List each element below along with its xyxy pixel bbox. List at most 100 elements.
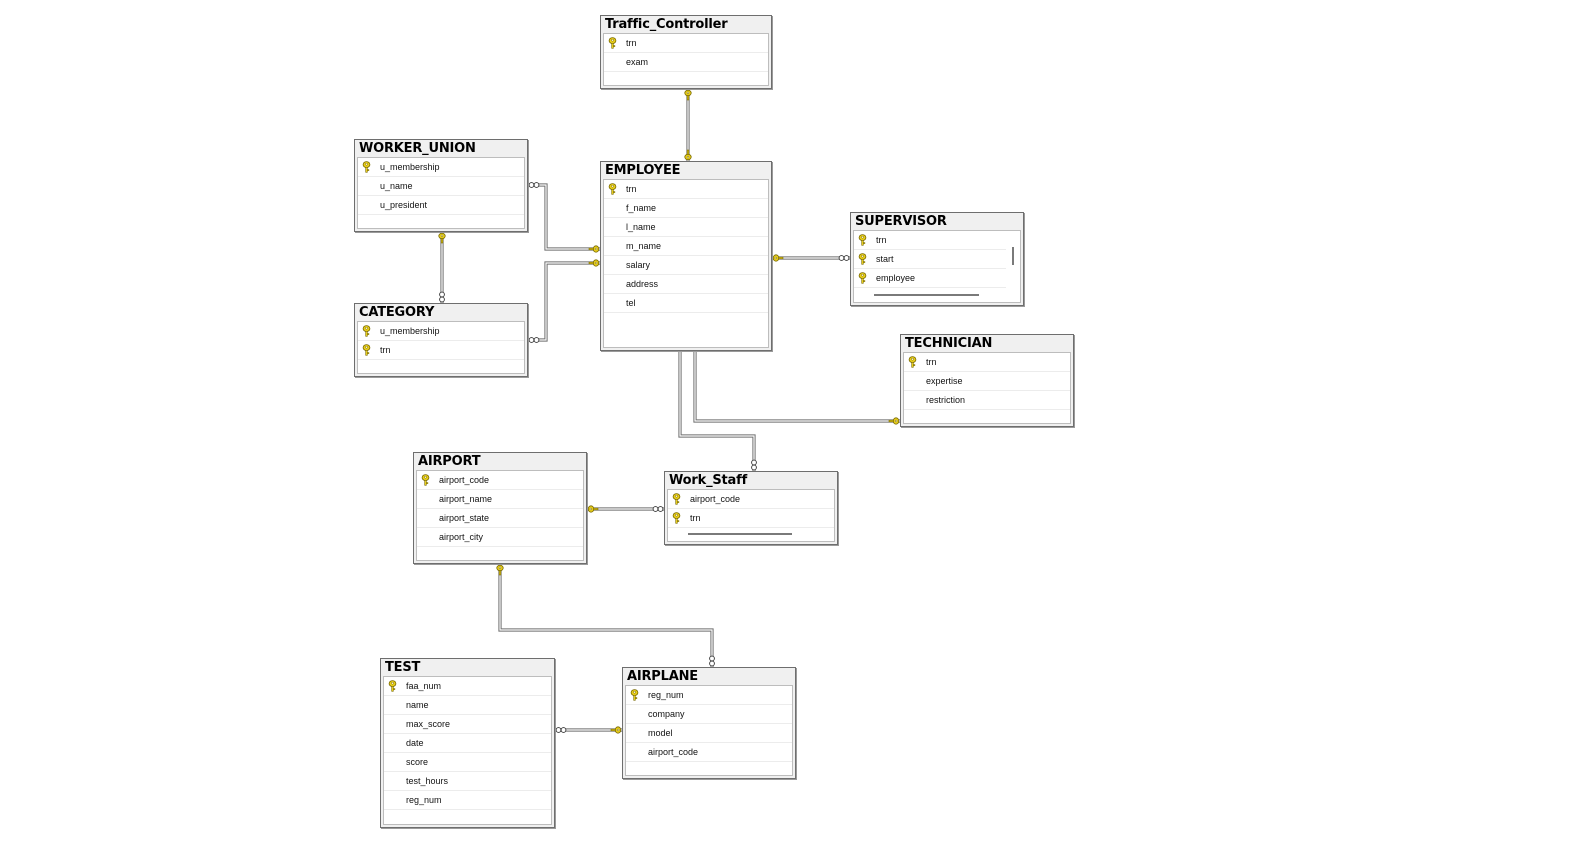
column-row[interactable]: employee xyxy=(854,269,1006,288)
table-columns: airport_code trn xyxy=(667,489,835,542)
table-title[interactable]: TECHNICIAN xyxy=(905,336,993,351)
rel-airport-airplane[interactable] xyxy=(496,564,715,667)
column-name: m_name xyxy=(626,241,662,251)
one-end-key-icon xyxy=(888,417,900,425)
column-row[interactable]: trn xyxy=(854,231,1006,250)
column-row[interactable]: address xyxy=(604,275,768,294)
column-row[interactable]: test_hours xyxy=(384,772,551,791)
many-end-infinity-icon xyxy=(709,655,715,667)
table-title[interactable]: TEST xyxy=(385,660,421,675)
rel-traffic-controller-employee[interactable] xyxy=(684,89,692,161)
column-row[interactable]: salary xyxy=(604,256,768,275)
column-row[interactable]: model xyxy=(626,724,792,743)
column-row[interactable]: u_membership xyxy=(358,158,524,177)
rel-employee-supervisor[interactable] xyxy=(772,254,850,262)
key-cell xyxy=(604,294,622,312)
column-row[interactable]: m_name xyxy=(604,237,768,256)
column-row[interactable]: f_name xyxy=(604,199,768,218)
table-title[interactable]: CATEGORY xyxy=(359,305,435,320)
key-cell xyxy=(417,509,435,527)
rel-airport-work-staff[interactable] xyxy=(587,505,664,513)
table-columns: trn start employee xyxy=(853,230,1021,303)
rel-category-employee[interactable] xyxy=(528,259,600,343)
column-row[interactable]: company xyxy=(626,705,792,724)
column-name: airport_code xyxy=(690,494,741,504)
column-row[interactable]: exam xyxy=(604,53,768,72)
rel-employee-technician[interactable] xyxy=(691,339,900,425)
column-name: l_name xyxy=(626,222,656,232)
table-title[interactable]: AIRPORT xyxy=(418,454,481,469)
key-cell xyxy=(417,490,435,508)
horizontal-scrollbar[interactable] xyxy=(874,294,979,296)
column-row[interactable]: u_name xyxy=(358,177,524,196)
rel-airplane-test[interactable] xyxy=(555,726,622,734)
key-cell xyxy=(904,372,922,390)
table-title[interactable]: WORKER_UNION xyxy=(359,141,476,156)
column-row[interactable]: name xyxy=(384,696,551,715)
table-title[interactable]: SUPERVISOR xyxy=(855,214,947,229)
column-row[interactable]: tel xyxy=(604,294,768,313)
column-row[interactable]: trn xyxy=(358,341,524,360)
column-row[interactable]: airport_city xyxy=(417,528,583,547)
rel-employee-work-staff[interactable] xyxy=(676,339,757,471)
column-row[interactable]: date xyxy=(384,734,551,753)
column-row[interactable]: faa_num xyxy=(384,677,551,696)
table-title[interactable]: AIRPLANE xyxy=(627,669,698,684)
table-title[interactable]: Work_Staff xyxy=(669,473,748,488)
rel-worker-union-category[interactable] xyxy=(438,232,446,303)
column-name: score xyxy=(406,757,429,767)
one-end-key-icon xyxy=(772,254,784,262)
key-cell xyxy=(626,743,644,761)
column-row[interactable]: trn xyxy=(604,34,768,53)
column-row[interactable]: u_president xyxy=(358,196,524,215)
key-cell xyxy=(626,705,644,723)
primary-key-icon xyxy=(388,680,397,692)
table-title[interactable]: Traffic_Controller xyxy=(605,17,728,32)
key-cell xyxy=(358,341,376,359)
column-name: salary xyxy=(626,260,651,270)
column-name: trn xyxy=(380,345,391,355)
key-cell xyxy=(358,322,376,340)
column-row[interactable]: trn xyxy=(668,509,834,528)
column-row[interactable]: l_name xyxy=(604,218,768,237)
column-row[interactable]: reg_num xyxy=(384,791,551,810)
column-row[interactable]: score xyxy=(384,753,551,772)
key-cell xyxy=(384,677,402,695)
rel-worker-union-employee[interactable] xyxy=(528,182,600,253)
column-row[interactable]: start xyxy=(854,250,1006,269)
table-work-staff[interactable]: Work_Staff airport_code trn xyxy=(664,471,838,545)
key-cell xyxy=(604,256,622,274)
column-row[interactable]: restriction xyxy=(904,391,1070,410)
column-row[interactable]: max_score xyxy=(384,715,551,734)
horizontal-scrollbar[interactable] xyxy=(688,533,792,535)
column-row[interactable]: airport_state xyxy=(417,509,583,528)
column-row[interactable]: trn xyxy=(604,180,768,199)
column-row[interactable]: airport_name xyxy=(417,490,583,509)
column-row[interactable]: airport_code xyxy=(668,490,834,509)
column-row[interactable]: expertise xyxy=(904,372,1070,391)
column-row[interactable]: airport_code xyxy=(626,743,792,762)
column-row[interactable]: reg_num xyxy=(626,686,792,705)
column-row[interactable]: airport_code xyxy=(417,471,583,490)
key-cell xyxy=(604,53,622,71)
table-category[interactable]: CATEGORY u_membership trn xyxy=(354,303,528,377)
column-row[interactable]: u_membership xyxy=(358,322,524,341)
key-cell xyxy=(358,158,376,176)
vertical-scrollbar[interactable] xyxy=(1012,247,1014,265)
primary-key-icon xyxy=(858,253,867,265)
column-name: trn xyxy=(690,513,701,523)
table-supervisor[interactable]: SUPERVISOR trn start employee xyxy=(850,212,1024,306)
table-title[interactable]: EMPLOYEE xyxy=(605,163,681,178)
column-name: u_membership xyxy=(380,162,440,172)
column-row[interactable]: trn xyxy=(904,353,1070,372)
